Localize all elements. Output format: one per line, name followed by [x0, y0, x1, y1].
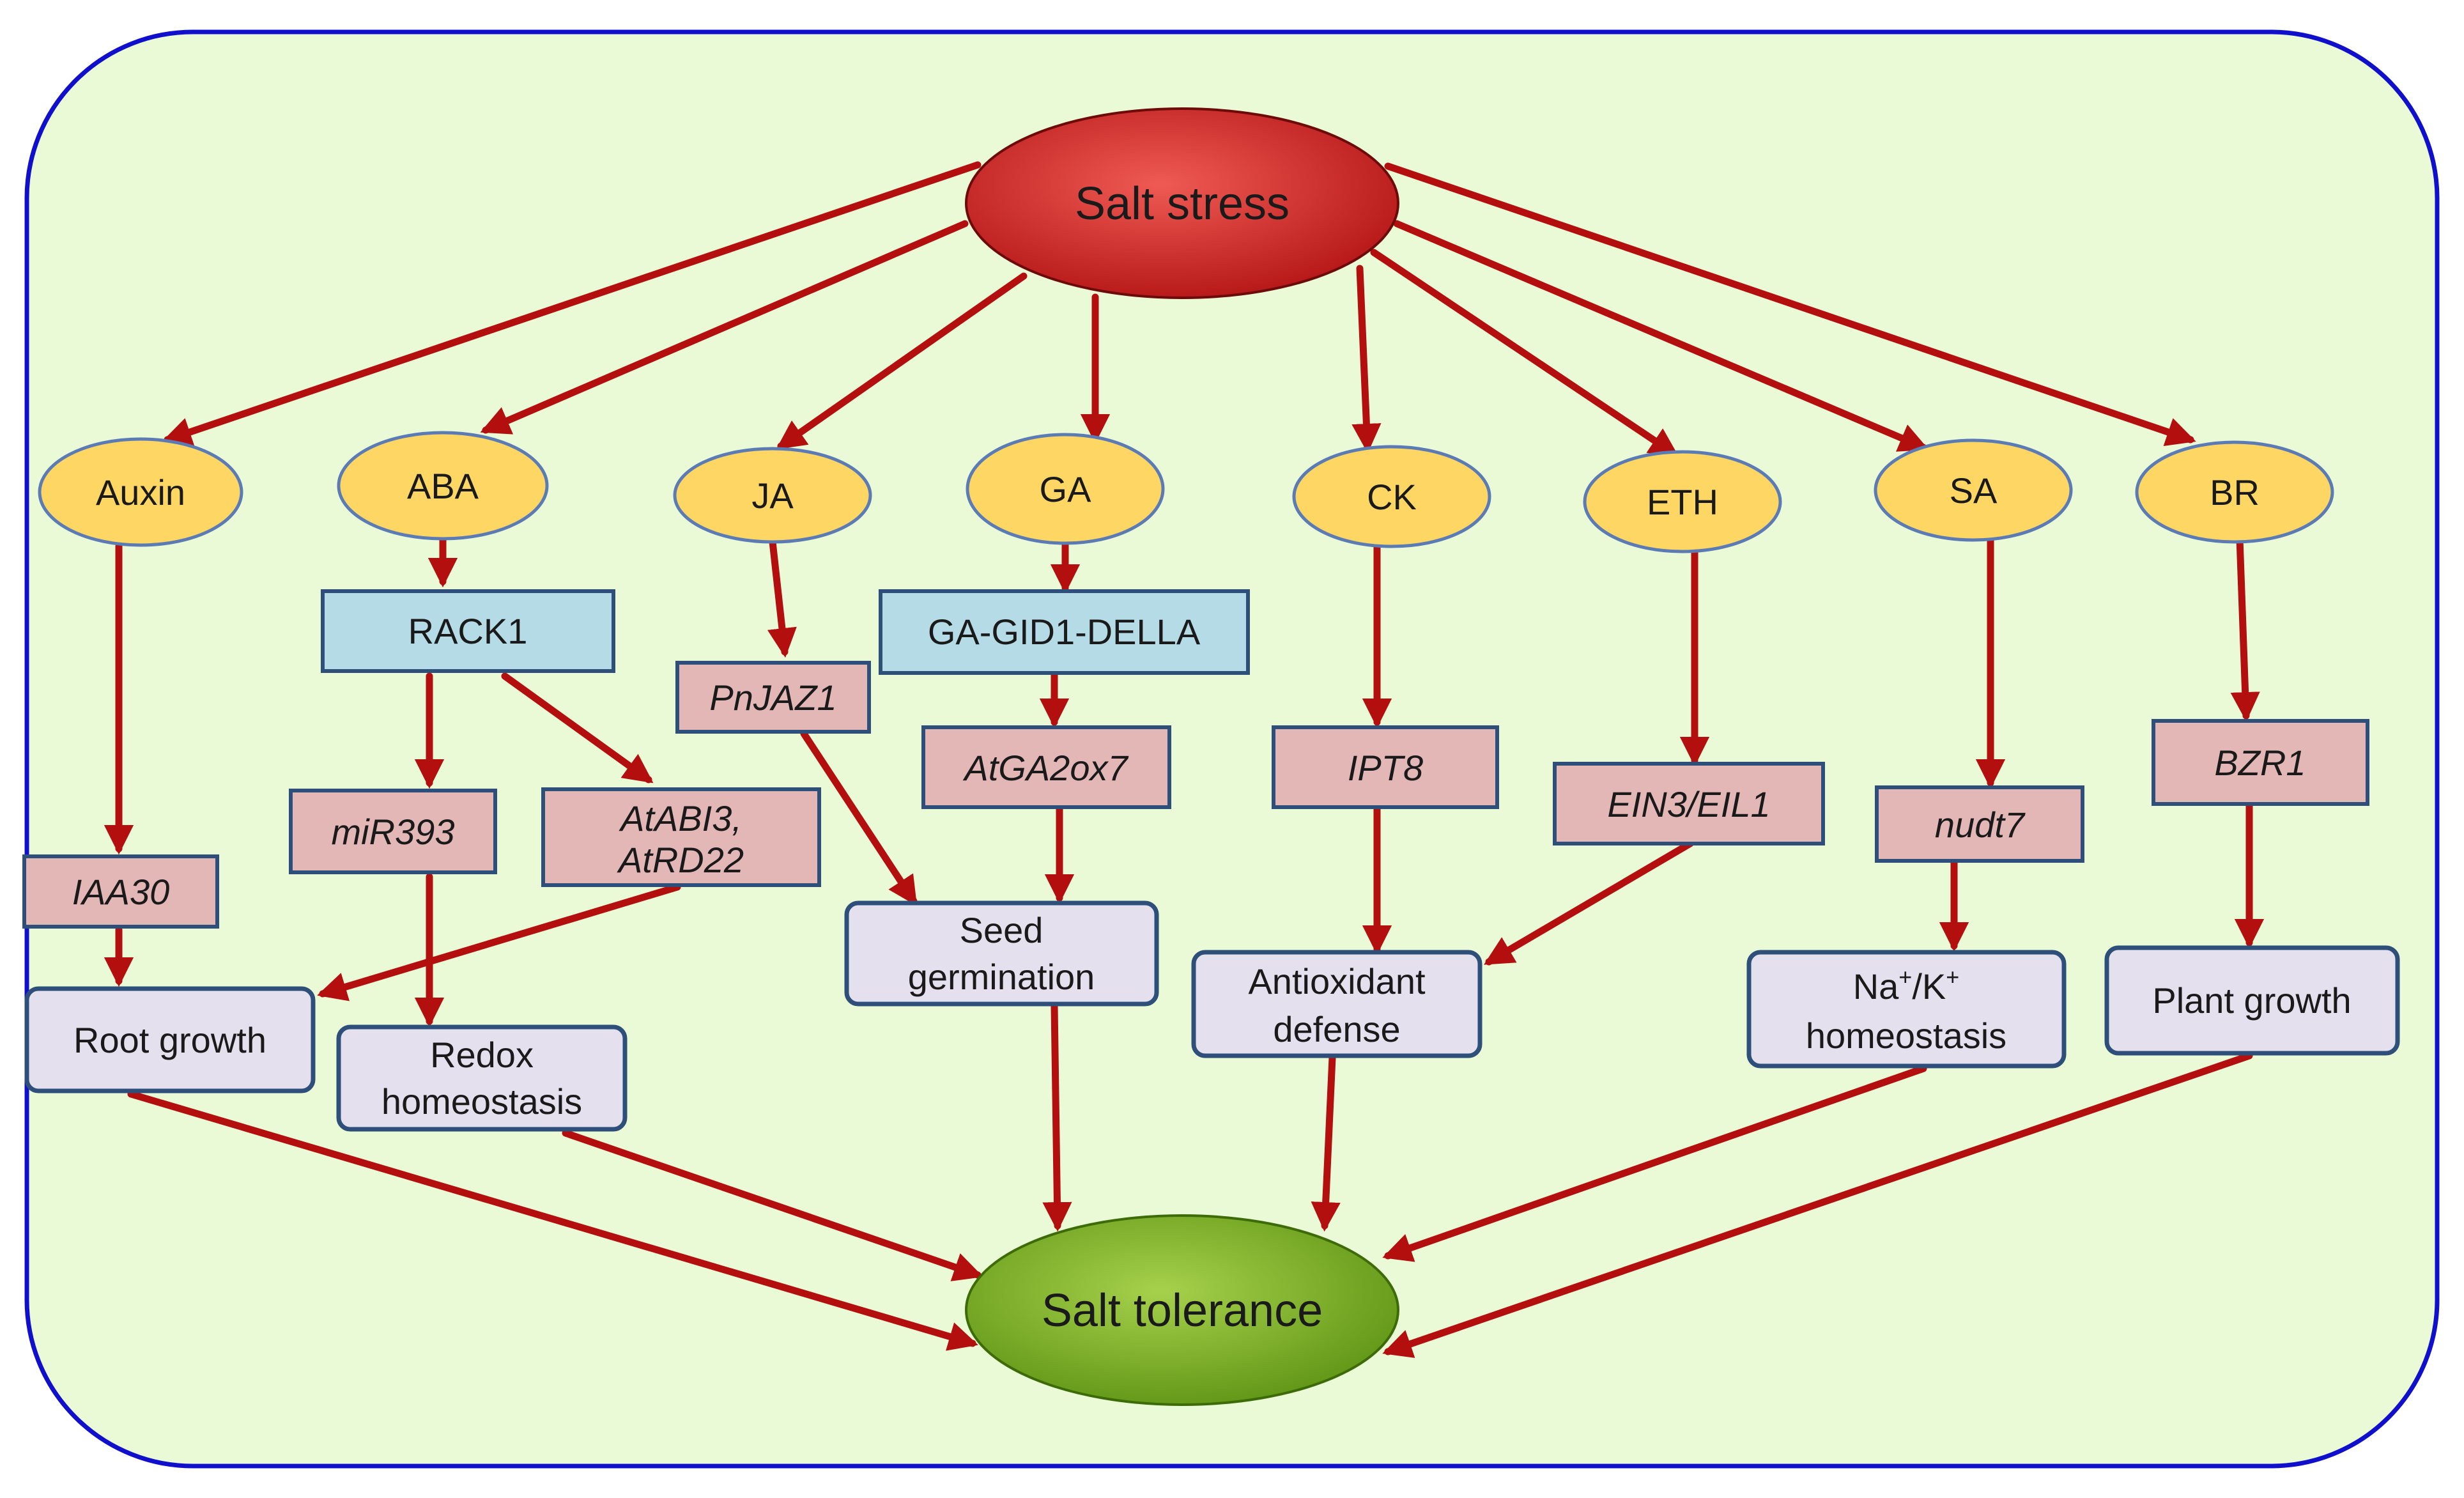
gene-boxes: PnJAZ1 AtGA2ox7 IPT8 EIN3/EIL1 BZR1 nudt…: [22, 661, 2369, 929]
salt-stress-node: Salt stress: [965, 107, 1399, 299]
background-panel: [24, 29, 2440, 1469]
box-redox-homeostasis: Redox homeostasis: [336, 1024, 628, 1132]
hormone-sa: SA: [1874, 438, 2073, 542]
redox-line2: homeostasis: [381, 1081, 582, 1122]
hormone-ja: JA: [673, 447, 872, 544]
box-ein3-eil1: EIN3/EIL1: [1553, 762, 1825, 846]
atabi3-label: AtABI3,: [619, 798, 742, 838]
hormone-aba: ABA: [337, 431, 549, 541]
hormone-ga: GA: [966, 433, 1165, 545]
box-rack1: RACK1: [321, 589, 615, 673]
pnjaz1-label: PnJAZ1: [709, 677, 836, 718]
box-plant-growth: Plant growth: [2104, 945, 2400, 1056]
arrow-antiox-tolerance: [1311, 1054, 1341, 1232]
arrow-redox-tolerance: [562, 1129, 983, 1281]
box-ga-gid1-della: GA-GID1-DELLA: [879, 589, 1250, 675]
box-iaa30: IAA30: [22, 854, 219, 929]
iaa30-label: IAA30: [72, 872, 170, 912]
arrow-stress-ck: [1351, 265, 1382, 454]
box-nudt7: nudt7: [1875, 785, 2084, 863]
antiox-line1: Antioxidant: [1248, 961, 1426, 1001]
arrows: [104, 161, 2265, 1358]
box-mir393: miR393: [289, 789, 497, 874]
seed-line1: Seed: [960, 910, 1043, 950]
nudt7-label: nudt7: [1935, 805, 2026, 845]
redox-line1: Redox: [430, 1035, 534, 1075]
ein3-eil1-label: EIN3/EIL1: [1607, 784, 1770, 824]
arrow-stress-br: [1384, 162, 2196, 446]
arrow-rack1-atabi3: [501, 672, 654, 784]
arrow-stress-auxin: [162, 161, 982, 447]
auxin-label: Auxin: [96, 472, 185, 513]
salt-tolerance-label: Salt tolerance: [1042, 1285, 1323, 1336]
box-seed-germination: Seed germination: [844, 900, 1159, 1007]
box-na-k-homeostasis: Na+/K+ homeostasis: [1746, 950, 2067, 1069]
rack1-label: RACK1: [408, 611, 528, 651]
hormone-br: BR: [2135, 440, 2334, 544]
signal-boxes: RACK1 GA-GID1-DELLA: [321, 589, 1250, 675]
ja-label: JA: [751, 475, 794, 516]
outcome-boxes: Root growth Redox homeostasis Seed germi…: [24, 900, 2400, 1132]
sa-label: SA: [1950, 470, 1998, 511]
hormone-eth: ETH: [1583, 450, 1782, 553]
ga-label: GA: [1040, 469, 1092, 509]
box-ipt8: IPT8: [1272, 725, 1499, 809]
hormone-ck: CK: [1292, 445, 1491, 548]
hormone-nodes: Auxin ABA JA GA CK ETH SA BR: [38, 431, 2334, 553]
plant-growth-label: Plant growth: [2152, 980, 2351, 1021]
aba-label: ABA: [407, 466, 479, 506]
box-root-growth: Root growth: [24, 986, 316, 1093]
arrow-rootgrowth-tolerance: [127, 1090, 978, 1351]
box-pnjaz1: PnJAZ1: [675, 661, 871, 734]
box-antioxidant-defense: Antioxidant defense: [1191, 950, 1482, 1058]
box-atabi3-atrd22: AtABI3, AtRD22: [541, 787, 821, 887]
antiox-line2: defense: [1273, 1009, 1400, 1049]
arrow-plantgrowth-tolerance: [1382, 1052, 2253, 1358]
br-label: BR: [2210, 472, 2260, 513]
arrow-stress-eth: [1370, 249, 1679, 458]
eth-label: ETH: [1647, 482, 1718, 522]
salt-tolerance-node: Salt tolerance: [965, 1214, 1399, 1406]
root-growth-label: Root growth: [73, 1020, 266, 1060]
arrow-stress-ja: [776, 272, 1028, 450]
nak-line1: Na+/K+: [1853, 964, 1960, 1007]
nak-line2: homeostasis: [1806, 1015, 2006, 1056]
ck-label: CK: [1367, 477, 1417, 517]
hormone-auxin: Auxin: [38, 437, 243, 547]
ga-gid1-della-label: GA-GID1-DELLA: [928, 612, 1201, 652]
arrow-nak-tolerance: [1382, 1065, 1927, 1262]
arrow-stress-sa: [1393, 220, 1929, 452]
box-atga2ox7: AtGA2ox7: [921, 725, 1171, 809]
atrd22-label: AtRD22: [617, 840, 744, 880]
arrow-pnjaz1-seed: [800, 730, 918, 906]
arrow-ja-pnjaz1: [767, 538, 797, 658]
arrow-br-bzr1: [2230, 535, 2260, 722]
arrow-seed-tolerance: [1042, 1003, 1072, 1232]
atga2ox7-label: AtGA2ox7: [962, 748, 1128, 788]
arrow-atabi3-rootgrowth: [317, 883, 681, 1001]
ipt8-label: IPT8: [1348, 748, 1423, 788]
mir393-label: miR393: [332, 812, 455, 852]
bzr1-label: BZR1: [2214, 743, 2306, 783]
arrow-stress-aba: [480, 220, 969, 435]
seed-line2: germination: [908, 957, 1095, 997]
salt-stress-label: Salt stress: [1075, 178, 1290, 229]
arrow-ein3-antiox: [1484, 840, 1694, 966]
box-bzr1: BZR1: [2152, 719, 2369, 806]
